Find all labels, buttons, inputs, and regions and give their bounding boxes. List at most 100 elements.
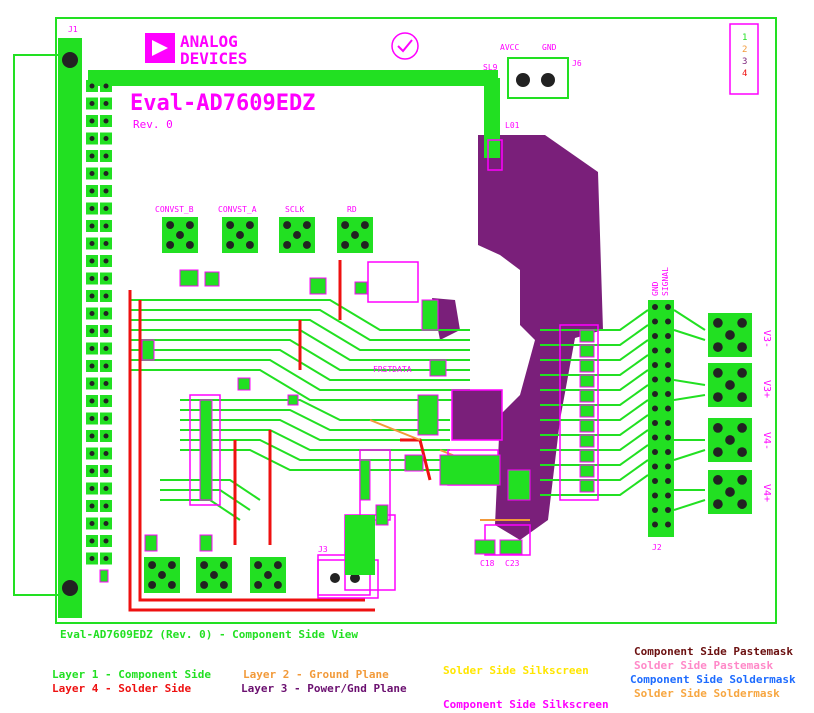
chip-component — [579, 449, 595, 463]
chip-component — [309, 277, 327, 295]
legend-paste-component: Component Side Pastemask — [634, 645, 793, 658]
header-pin-hole — [103, 83, 109, 89]
chip-component — [579, 389, 595, 403]
smb-connector — [708, 470, 752, 514]
header-pin-hole — [103, 241, 109, 246]
header-pin-hole — [103, 398, 109, 404]
mounting-hole-bottom — [62, 580, 78, 596]
chip-component — [417, 394, 439, 436]
header-pin-hole — [103, 363, 109, 369]
header-pin-hole — [652, 463, 658, 470]
header-pin-hole — [103, 153, 109, 159]
header-pin-hole — [652, 347, 658, 354]
header-pin-hole — [103, 171, 109, 176]
label-j3: J3 — [318, 545, 328, 554]
header-pin-hole — [89, 468, 95, 474]
header-pin-hole — [652, 507, 658, 513]
legend-paste-solder: Solder Side Pastemask — [634, 659, 774, 672]
edge-connector-outline — [13, 54, 62, 596]
label-sclk: SCLK — [285, 205, 304, 214]
j5-trace — [345, 515, 375, 575]
legend-layer2: Layer 2 - Ground Plane — [243, 668, 389, 681]
header-pin-hole — [89, 451, 95, 456]
header-pin-hole — [89, 276, 95, 281]
header-pin-hole — [665, 463, 671, 470]
header-pin-hole — [89, 381, 95, 386]
header-pin-hole — [103, 503, 109, 509]
header-pin-hole — [89, 486, 95, 491]
header-pin-hole — [89, 258, 95, 264]
board-revision: Rev. 0 — [133, 118, 173, 131]
label-sl9: SL9 — [483, 63, 498, 72]
header-pin-hole — [103, 188, 109, 194]
header-pin-hole — [103, 311, 109, 316]
smb-connector — [708, 418, 752, 462]
header-pin-hole — [652, 420, 658, 426]
label-c18: C18 — [480, 559, 495, 568]
smb-connector — [144, 557, 180, 593]
chip-component — [179, 269, 199, 287]
chip-component — [579, 374, 595, 388]
header-pin-hole — [652, 405, 658, 412]
header-pin-hole — [89, 503, 95, 509]
header-pin-hole — [103, 556, 109, 561]
chip-component — [579, 479, 595, 493]
chip-component — [141, 339, 155, 361]
header-pin-hole — [665, 318, 671, 325]
header-pin-hole — [665, 376, 671, 383]
board-outline — [55, 17, 777, 624]
chip-component — [579, 404, 595, 418]
header-pin-hole — [103, 346, 109, 351]
label-j6: J6 — [572, 59, 582, 68]
chip-component — [99, 569, 109, 583]
connector-j6 — [507, 57, 569, 99]
header-pin-hole — [103, 276, 109, 281]
mounting-hole-top — [62, 52, 78, 68]
header-pin-hole — [89, 171, 95, 176]
legend-silk-solder: Solder Side Silkscreen — [443, 664, 589, 677]
chip-component — [579, 359, 595, 373]
chip-component — [204, 271, 220, 287]
legend-title: Eval-AD7609EDZ (Rev. 0) - Component Side… — [60, 628, 359, 641]
chip-component — [439, 454, 501, 486]
header-pin-hole — [103, 468, 109, 474]
chip-component — [499, 539, 523, 555]
legend-layer4: Layer 4 - Solder Side — [52, 682, 192, 695]
compliance-badge-icon — [391, 32, 419, 60]
edge-connector-body — [58, 38, 82, 618]
header-pin-hole — [665, 362, 671, 368]
smb-connector — [708, 313, 752, 357]
label-rd: RD — [347, 205, 357, 214]
label-v3-plus: V3+ — [761, 380, 772, 398]
chip-component — [199, 534, 213, 552]
components — [99, 269, 595, 583]
chip-component — [144, 534, 158, 552]
header-pin-hole — [665, 521, 671, 528]
label-convst-a: CONVST_A — [218, 205, 257, 214]
connector-labels-rotated: GND SIGNAL V3- V3+ V4- V4+ — [651, 267, 772, 502]
vertical-bus-trace — [484, 78, 500, 158]
chip-component — [579, 434, 595, 448]
header-pin-hole — [103, 381, 109, 386]
header-pin-hole — [665, 347, 671, 354]
header-pin-hole — [89, 398, 95, 404]
header-pin-hole — [652, 492, 658, 499]
header-pin-hole — [652, 362, 658, 368]
header-pin-hole — [652, 318, 658, 325]
chip-component — [404, 454, 424, 472]
label-gnd: GND — [542, 43, 557, 52]
chip-component — [199, 399, 213, 501]
header-pin-hole — [89, 363, 95, 369]
smb-connector — [250, 557, 286, 593]
header-pin-hole — [652, 478, 658, 484]
header-pin-hole — [89, 293, 95, 299]
label-avcc: AVCC — [500, 43, 519, 52]
chip-component — [287, 394, 299, 406]
header-pin-hole — [665, 507, 671, 513]
smb-connector — [337, 217, 373, 253]
smb-connector — [196, 557, 232, 593]
header-pin-hole — [89, 101, 95, 106]
header-pin-hole — [89, 416, 95, 421]
header-pin-hole — [103, 416, 109, 421]
